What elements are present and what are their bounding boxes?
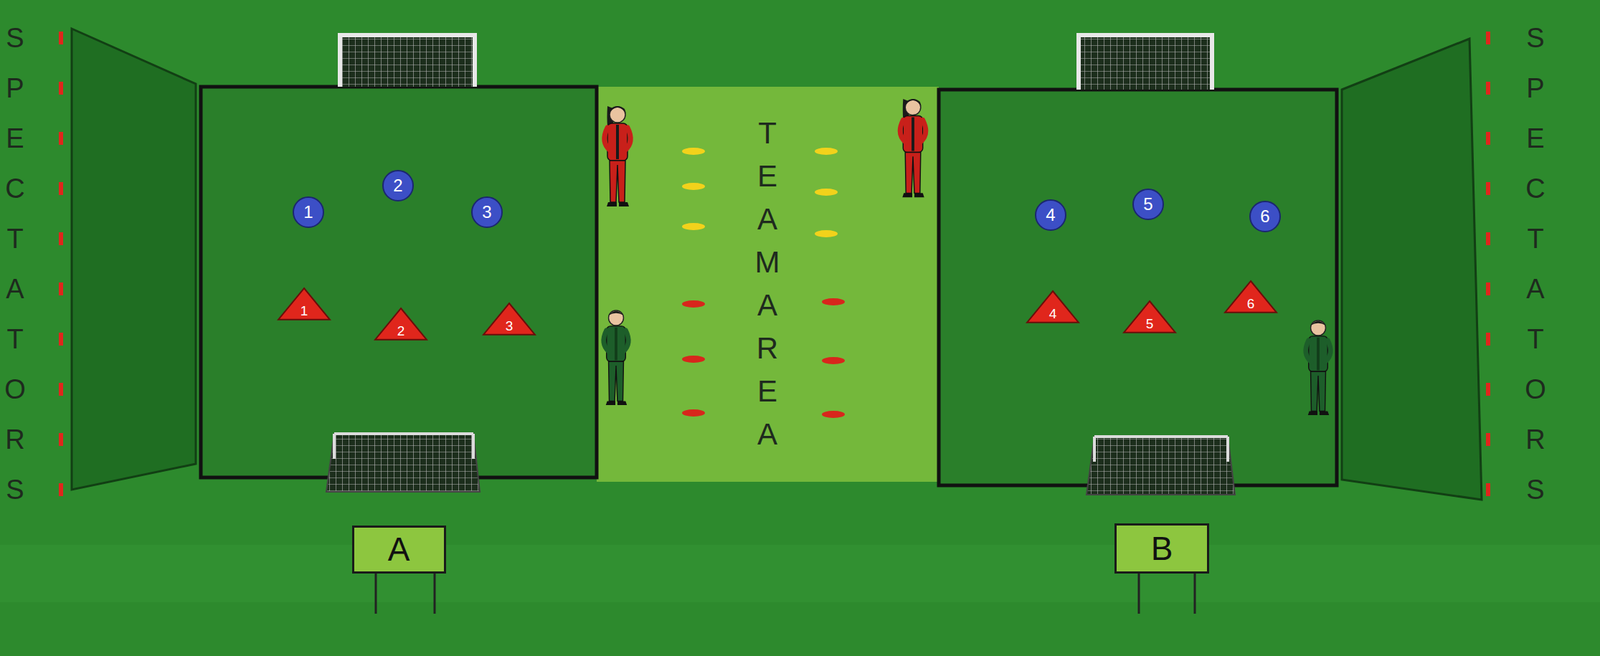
barrier-dash bbox=[1485, 182, 1491, 196]
grass-stripe bbox=[0, 545, 1600, 603]
goal bbox=[1086, 436, 1235, 495]
barrier-dashes bbox=[58, 31, 1491, 497]
pitch bbox=[200, 86, 597, 478]
barrier-dash bbox=[1485, 81, 1491, 95]
barrier-dash bbox=[58, 382, 64, 396]
barrier-dash bbox=[1485, 131, 1491, 145]
barrier-dash bbox=[1485, 232, 1491, 246]
player-number: 4 bbox=[1049, 306, 1058, 323]
barrier-dash bbox=[1485, 483, 1491, 497]
barrier-dash bbox=[58, 232, 64, 246]
team-area-band: TEAM AREA bbox=[596, 86, 939, 482]
barrier-dash bbox=[1485, 282, 1491, 296]
player-number: 5 bbox=[1143, 194, 1153, 215]
barrier-dash bbox=[1485, 433, 1491, 447]
team-area bbox=[596, 86, 939, 482]
goal bbox=[339, 35, 475, 87]
barrier-dash bbox=[58, 332, 64, 346]
goal bbox=[1078, 35, 1213, 90]
barrier-dash bbox=[1485, 31, 1491, 45]
player-circle: 5 bbox=[1132, 188, 1164, 221]
barrier-dash bbox=[1485, 332, 1491, 346]
barrier-dash bbox=[58, 282, 64, 296]
coaches bbox=[603, 98, 1332, 416]
coach-figure bbox=[603, 310, 629, 406]
player-circle: 1 bbox=[292, 196, 325, 229]
barrier-dash bbox=[58, 81, 64, 95]
coach-figure bbox=[900, 98, 926, 198]
player-triangle: 4 bbox=[1025, 289, 1081, 325]
player-triangle: 1 bbox=[276, 286, 332, 322]
side-panel bbox=[71, 28, 196, 490]
pitch bbox=[938, 89, 1337, 486]
player-number: 3 bbox=[481, 202, 492, 223]
pitch-letter: A bbox=[387, 529, 411, 569]
player-circle: 4 bbox=[1034, 199, 1067, 231]
pitch-sign: A bbox=[352, 525, 447, 574]
player-triangle: 6 bbox=[1223, 279, 1278, 315]
player-number: 6 bbox=[1260, 206, 1270, 227]
player-triangle: 3 bbox=[481, 301, 537, 337]
spectators-label: SPECTATORS bbox=[1, 12, 29, 515]
player-number: 6 bbox=[1247, 296, 1256, 312]
barrier-dash bbox=[58, 433, 64, 447]
player-number: 4 bbox=[1045, 205, 1055, 226]
player-number: 1 bbox=[303, 202, 313, 223]
coach-figure bbox=[1305, 320, 1332, 416]
pitch-letter: B bbox=[1151, 529, 1174, 568]
player-number: 2 bbox=[397, 323, 406, 340]
goal bbox=[326, 433, 480, 492]
player-circle: 2 bbox=[382, 169, 414, 202]
player-number: 1 bbox=[300, 303, 309, 320]
barrier-dash bbox=[1485, 382, 1491, 396]
pitch-sign: B bbox=[1114, 523, 1210, 574]
player-number: 2 bbox=[393, 175, 403, 196]
player-number: 5 bbox=[1146, 316, 1154, 333]
barrier-dash bbox=[58, 31, 64, 45]
player-circle: 3 bbox=[471, 196, 503, 229]
player-circle: 6 bbox=[1249, 200, 1281, 233]
sign-posts bbox=[375, 573, 1195, 614]
player-triangle: 5 bbox=[1122, 299, 1177, 335]
player-triangle: 2 bbox=[373, 306, 429, 342]
barrier-dash bbox=[58, 131, 64, 145]
spectators-label: SPECTATORS bbox=[1521, 12, 1550, 515]
player-number: 3 bbox=[505, 318, 514, 335]
barrier-dash bbox=[58, 182, 64, 196]
coach-figure bbox=[604, 106, 631, 207]
area-label: TEAM AREA bbox=[752, 111, 783, 457]
barrier-dash bbox=[58, 483, 64, 497]
side-panel bbox=[1341, 38, 1482, 500]
